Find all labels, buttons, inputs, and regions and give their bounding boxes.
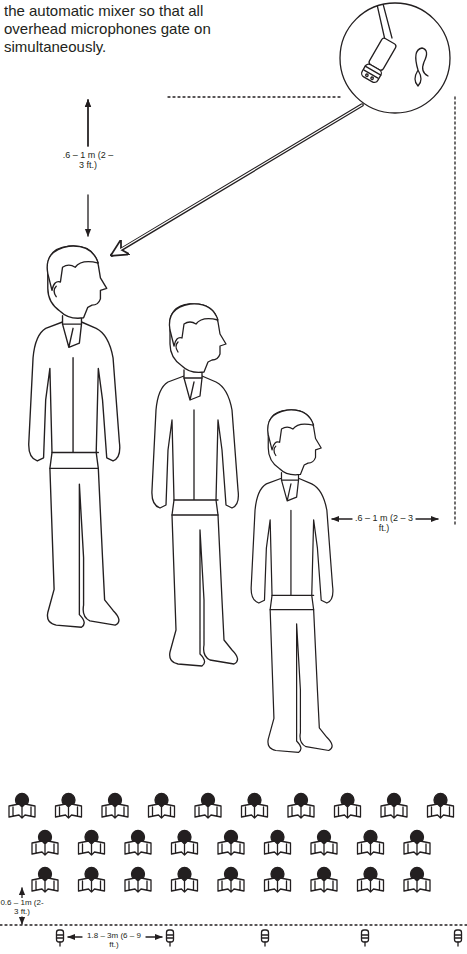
seated-singer xyxy=(265,868,291,893)
seated-singer xyxy=(358,831,384,856)
microphone-icon xyxy=(455,930,462,946)
dimension-arrow xyxy=(332,518,352,519)
seated-singer xyxy=(9,794,35,819)
seated-singer xyxy=(125,868,151,893)
seated-singer xyxy=(288,794,314,819)
dimension-arrow xyxy=(87,100,88,146)
seated-singer xyxy=(172,868,198,893)
note-text: the automatic mixer so that all overhead… xyxy=(4,2,254,56)
dimension-arrow xyxy=(416,518,438,519)
dimension-arrow xyxy=(68,936,82,937)
dimension-label: .6 – 1 m (2 – 3 ft.) xyxy=(63,150,114,170)
dimension-label: .6 – 1 m (2 – 3 ft.) xyxy=(354,513,414,534)
dimension-label: .6 – 1 m (2 – 3 ft.) xyxy=(355,513,413,533)
standing-singer xyxy=(251,410,333,752)
seated-singer xyxy=(311,831,337,856)
dimension-label: .6 – 1 m (2 – 3 ft.) xyxy=(60,150,116,171)
seated-singer xyxy=(218,831,244,856)
seated-singer xyxy=(335,794,361,819)
dimension-arrow xyxy=(146,936,162,937)
dimension-arrow xyxy=(21,888,22,898)
note-text: the automatic mixer so that all overhead… xyxy=(4,2,211,55)
seated-singer xyxy=(428,794,454,819)
standing-singer xyxy=(152,304,239,666)
microphone-icon xyxy=(167,930,174,946)
seated-singer xyxy=(404,831,430,856)
overhead-microphone xyxy=(360,0,428,86)
standing-singer xyxy=(29,246,120,627)
seated-singer xyxy=(102,794,128,819)
dimension-label: 1.8 – 3m (6 – 9 ft.) xyxy=(82,931,146,949)
dimension-label: 0.6 – 1m (2-3 ft.) xyxy=(0,898,44,916)
inset-circle xyxy=(340,3,450,113)
seated-singer xyxy=(358,868,384,893)
microphone-icon xyxy=(362,930,369,946)
pointer-arrow xyxy=(112,105,362,255)
seated-singer xyxy=(404,868,430,893)
seated-singer xyxy=(56,794,82,819)
dimension-label: 0.6 – 1m (2-3 ft.) xyxy=(0,898,43,916)
seated-singer xyxy=(149,794,175,819)
seated-singer xyxy=(265,831,291,856)
seated-singer xyxy=(381,794,407,819)
seated-singer xyxy=(79,831,105,856)
seated-singer xyxy=(242,794,268,819)
microphone-icon xyxy=(262,930,269,946)
seated-singer xyxy=(195,794,221,819)
dimension-label: 1.8 – 3m (6 – 9 ft.) xyxy=(87,931,141,949)
reference-line xyxy=(0,924,467,925)
seated-singer xyxy=(79,868,105,893)
seated-singer xyxy=(218,868,244,893)
dimension-arrow xyxy=(21,917,22,924)
seated-singer xyxy=(32,868,58,893)
microphone-icon xyxy=(57,930,64,946)
seated-singer xyxy=(125,831,151,856)
seated-singer xyxy=(311,868,337,893)
seated-singer xyxy=(32,831,58,856)
pointer-arrow xyxy=(118,105,362,251)
seated-singer xyxy=(172,831,198,856)
